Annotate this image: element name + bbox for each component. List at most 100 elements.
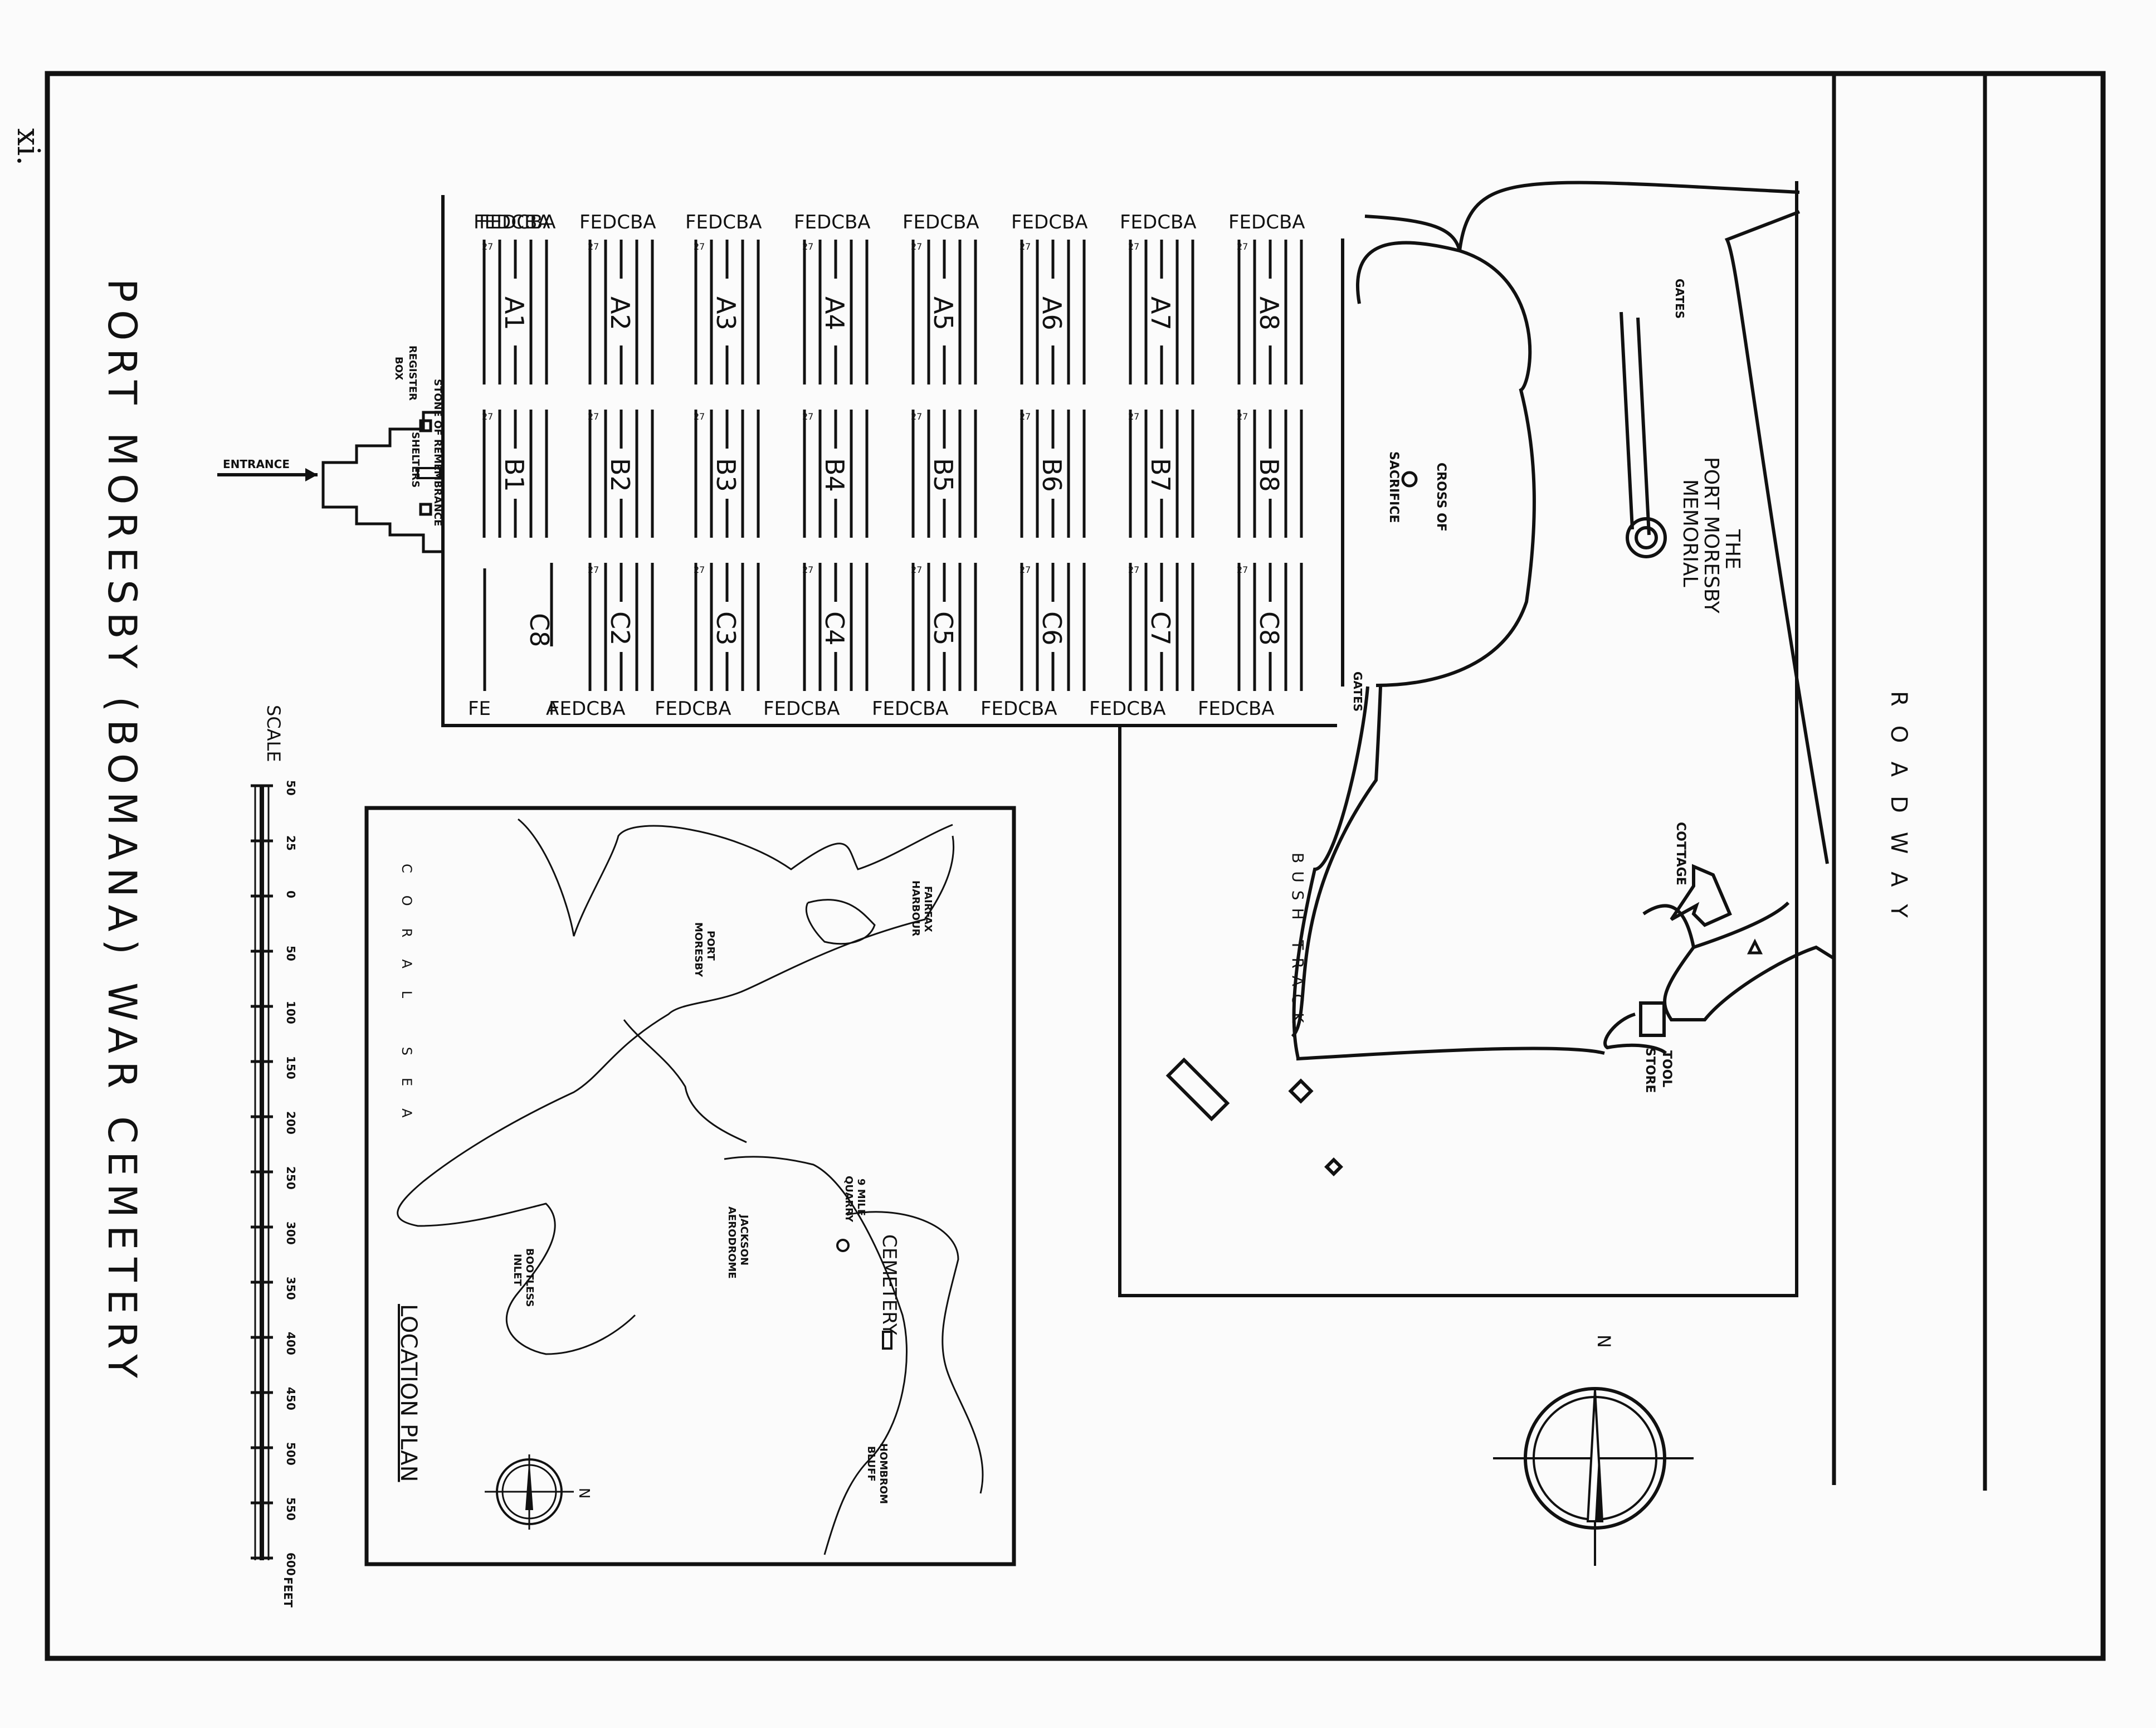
grave-count-label: 27 [802,241,813,252]
plot-label-a6: A6 [1037,296,1067,330]
roadway: ROADWAY [1832,74,1987,1491]
scale-tick-label: 450 [284,1387,297,1410]
bush-track-label: BUSH TRACK [1289,853,1307,1030]
plot-label-a4: A4 [820,296,850,330]
plot-letters-header: FEDCBA [1228,211,1305,233]
plot-label-c3: C3 [711,611,741,645]
grave-count-label: 27 [588,564,599,575]
grave-count-label: 27 [911,241,922,252]
scale-tick-label: 550 [284,1497,297,1521]
entrance-shelters [217,411,443,553]
plot-letters-header: FEDCBA [1120,211,1197,233]
entrance-label: ENTRANCE [223,457,290,471]
grave-count-label: 27 [1020,411,1031,422]
location-north-label: N [575,1488,592,1498]
grave-count-label: 27 [802,411,813,422]
page-frame [45,71,2106,1661]
plot-label-b2: B2 [605,458,635,492]
scale-tick-label: 100 [284,1001,297,1024]
plot-label-a2: A2 [605,296,635,330]
scale-tick-label: 600 [284,1552,297,1576]
scale-tick-label: 50 [284,946,297,961]
grave-count-label: 27 [911,411,922,422]
scale-tick-label: 200 [284,1111,297,1135]
grave-count-label: 27 [694,241,705,252]
scale-tick-label: 400 [284,1332,297,1355]
memorial-label-1: THE [1721,529,1744,569]
grave-count-label: 27 [911,564,922,575]
grave-count-label: 27 [482,411,493,422]
memorial-label-3: MEMORIAL [1679,479,1701,587]
bootless-label-2: INLET [511,1254,523,1287]
plot-label-b1: B1 [499,458,529,492]
cemetery-boundary [441,181,1798,1297]
grave-count-label: 27 [1237,564,1248,575]
grave-count-label: 27 [588,411,599,422]
north-arrow [1493,1387,1694,1566]
grave-count-label: 27 [694,411,705,422]
gates-top-label: GATES [1673,279,1686,319]
plot-letters-footer: FEDCBA [655,698,731,720]
plot-letters-footer: FEDCBA [763,698,840,720]
c8-letters-fe: FE [468,698,491,720]
scale-tick-label: 250 [284,1166,297,1190]
jackson-label-2: AERODROME [726,1206,738,1279]
access-drive [1291,181,1835,1061]
plot-label-c2: C2 [605,611,635,645]
plot-letters-footer: FEDCBA [1089,698,1166,720]
grave-count-label: 27 [1020,241,1031,252]
plot-label-c8: C8 [524,613,554,647]
plot-letters-header: FEDCBA [579,211,656,233]
port-moresby-label-2: MORESBY [692,922,704,977]
memorial-icon [1626,517,1667,558]
location-plan-title: LOCATION PLAN [396,1304,421,1482]
grave-count-label: 27 [1128,411,1139,422]
plot-label-b3: B3 [711,458,741,492]
plot-label-b6: B6 [1037,458,1067,492]
plot-label-a8: A8 [1254,296,1284,330]
scale-tick-label: 150 [284,1056,297,1079]
cemetery-label: CEMETERY [878,1234,900,1335]
bootless-label-1: BOOTLESS [524,1248,535,1307]
plot-label-c8: C8 [1254,611,1284,645]
grave-count-label: 27 [1020,564,1031,575]
plot-letters-header: FEDCBA [474,211,550,233]
plot-label-b4: B4 [820,458,850,492]
memorial-lawn [1355,241,1536,687]
grave-plot-grid [441,195,1344,727]
plot-letters-footer: FEDCBA [549,698,626,720]
plot-label-c4: C4 [820,611,850,645]
fairfax-label-1: FAIRFAX [922,886,934,932]
plot-label-a1: A1 [499,296,529,330]
scale-tick-label: 300 [284,1221,297,1245]
jackson-label-1: JACKSON [738,1214,750,1265]
scale-unit: FEET [281,1577,295,1608]
plot-label-c6: C6 [1037,611,1067,645]
plot-label-c5: C5 [928,611,958,645]
roadway-label: ROADWAY [1886,691,1911,937]
page-number: xi. [10,128,46,166]
tool-store-label-1: TOOL [1660,1050,1674,1087]
plot-label-a5: A5 [928,296,958,330]
plot-label-b5: B5 [928,458,958,492]
shelters-label: SHELTERS [409,432,421,488]
scale-tick-label: 350 [284,1277,297,1300]
grave-count-label: 27 [588,241,599,252]
plot-letters-footer: FEDCBA [872,698,949,720]
plot-letters-footer: FEDCBA [1198,698,1275,720]
cross-label-2: SACRIFICE [1387,451,1401,523]
cross-label-1: CROSS OF [1434,463,1448,532]
grave-count-label: 27 [694,564,705,575]
nine-mile-label-1: 9 MILE [855,1179,867,1216]
scale-title: SCALE [263,705,284,762]
cross-icon [1401,471,1418,488]
scale-tick-label: 50 [284,780,297,796]
nine-mile-label-2: QUARRY [843,1176,855,1223]
gates-side-label: GATES [1351,671,1364,712]
grave-count-label: 27 [802,564,813,575]
plot-label-a7: A7 [1145,296,1175,330]
scale-tick-label: 500 [284,1442,297,1466]
coral-sea-label: CORAL SEA [399,864,414,1140]
scale-tick-label: 0 [284,890,297,898]
